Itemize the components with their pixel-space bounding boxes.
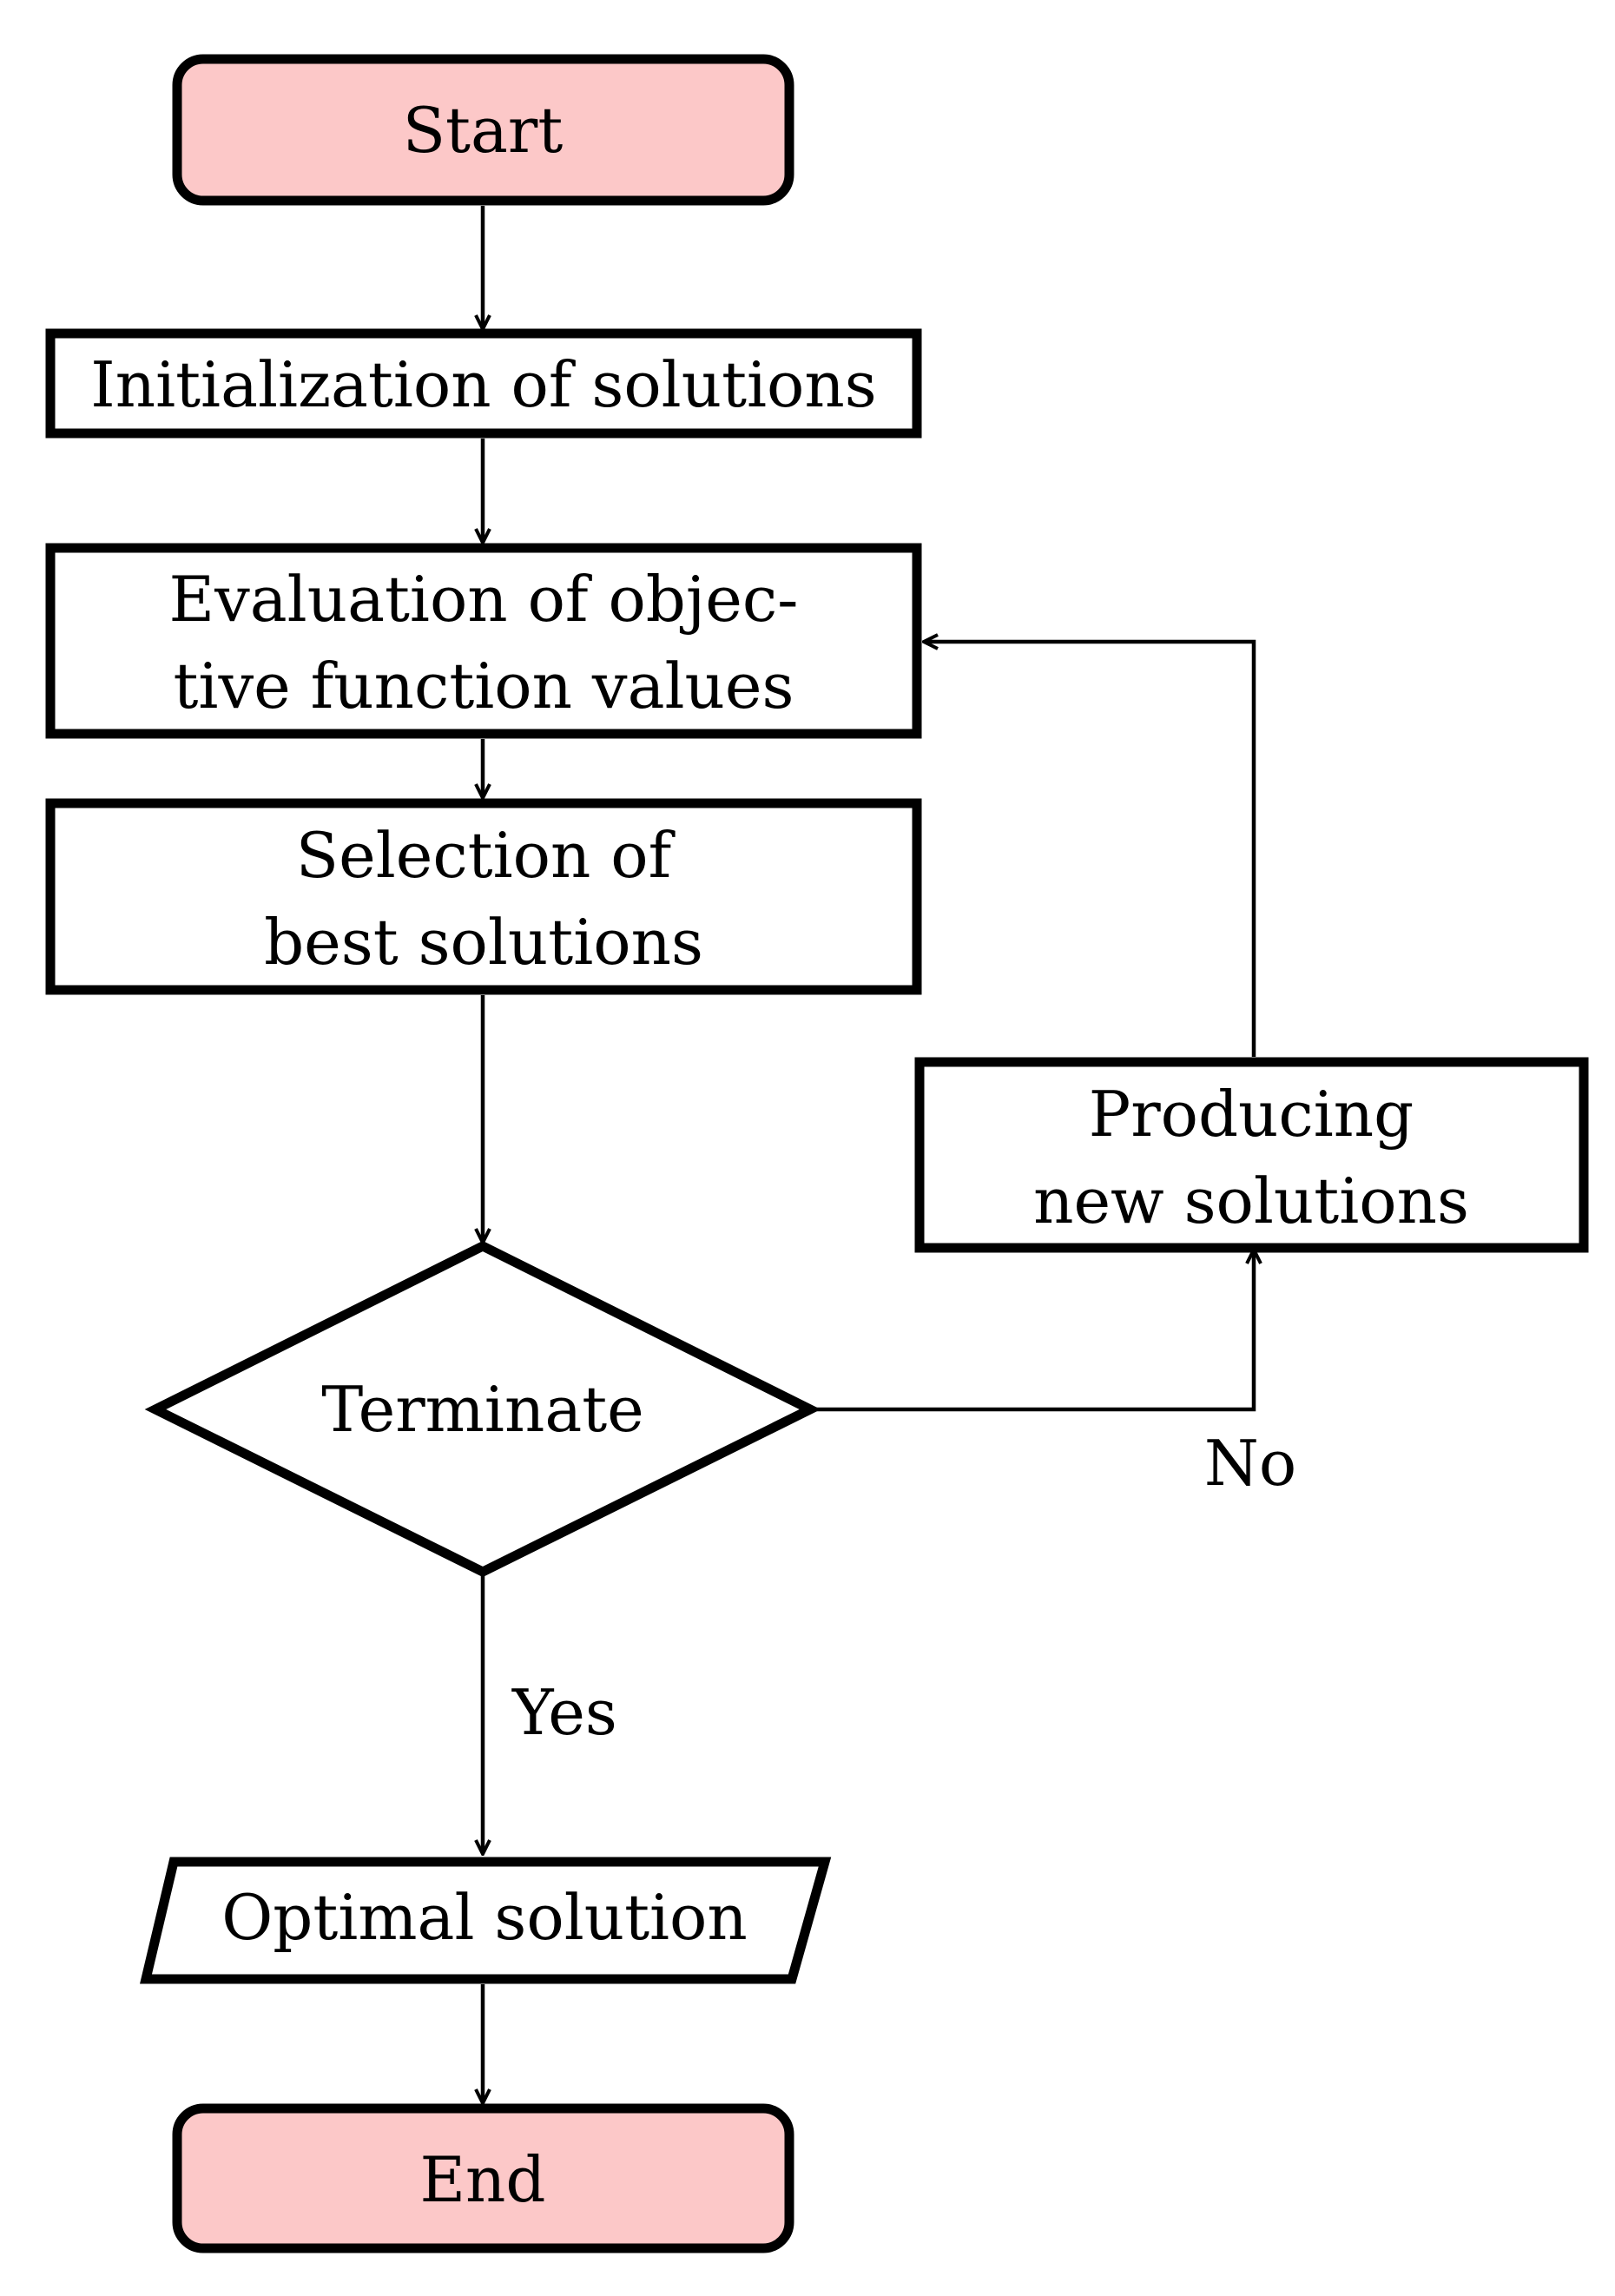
init-label: Initialization of solutions: [90, 348, 876, 421]
optimal-label: Optimal solution: [221, 1881, 748, 1954]
eval-label-line2: tive function values: [174, 650, 794, 722]
terminate-node: Terminate: [144, 1240, 821, 1578]
produce-process-box: [914, 1057, 1589, 1253]
select-node: Selection of best solutions: [45, 798, 922, 995]
eval-label-line1: Evaluation of objec-: [169, 563, 799, 636]
terminate-label: Terminate: [321, 1373, 644, 1446]
start-node: Start: [172, 54, 794, 206]
produce-node: Producing new solutions: [914, 1057, 1589, 1253]
edge-terminate-no-to-produce: [814, 1250, 1254, 1412]
select-label-line1: Selection of: [296, 819, 676, 892]
optimal-io-parallelogram: [140, 1857, 832, 1984]
eval-node: Evaluation of objec- tive function value…: [45, 543, 922, 739]
produce-label-line1: Producing: [1089, 1078, 1414, 1151]
start-terminal-shape: [172, 54, 794, 206]
init-process-box: [45, 328, 922, 439]
produce-label-line2: new solutions: [1033, 1164, 1469, 1237]
end-node: End: [172, 2103, 794, 2253]
init-node: Initialization of solutions: [45, 328, 922, 439]
select-label-line2: best solutions: [264, 906, 703, 979]
eval-process-box: [45, 543, 922, 739]
edge-produce-to-eval: [925, 642, 1256, 1057]
end-terminal-shape: [172, 2103, 794, 2253]
select-process-box: [45, 798, 922, 995]
terminate-decision-diamond: [144, 1240, 821, 1578]
edge-label-yes: Yes: [511, 1676, 617, 1749]
optimal-node: Optimal solution: [140, 1857, 832, 1984]
end-label: End: [419, 2143, 545, 2216]
start-label: Start: [403, 94, 564, 167]
edge-label-no: No: [1204, 1427, 1296, 1500]
